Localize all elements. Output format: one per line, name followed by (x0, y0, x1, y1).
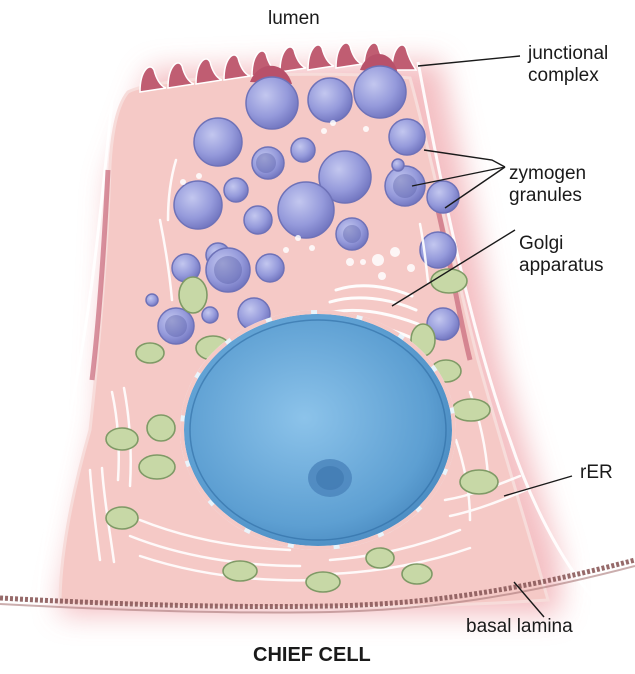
label-zymogen-granules: zymogen granules (509, 163, 586, 207)
label-zymogen-granules-line-1: zymogen (509, 163, 586, 185)
label-junctional-complex-line-2: complex (528, 65, 608, 87)
label-golgi-apparatus: Golgi apparatus (519, 233, 604, 277)
label-zymogen-granules-line-2: granules (509, 185, 586, 207)
label-golgi-apparatus-line-1: Golgi (519, 233, 604, 255)
figure-caption: CHIEF CELL (253, 644, 371, 667)
label-golgi-apparatus-line-2: apparatus (519, 255, 604, 277)
label-junctional-complex-line-1: junctional (528, 43, 608, 65)
label-rer: rER (580, 462, 613, 484)
label-junctional-complex: junctional complex (528, 43, 608, 87)
label-lumen: lumen (268, 8, 320, 30)
label-basal-lamina: basal lamina (466, 616, 573, 638)
